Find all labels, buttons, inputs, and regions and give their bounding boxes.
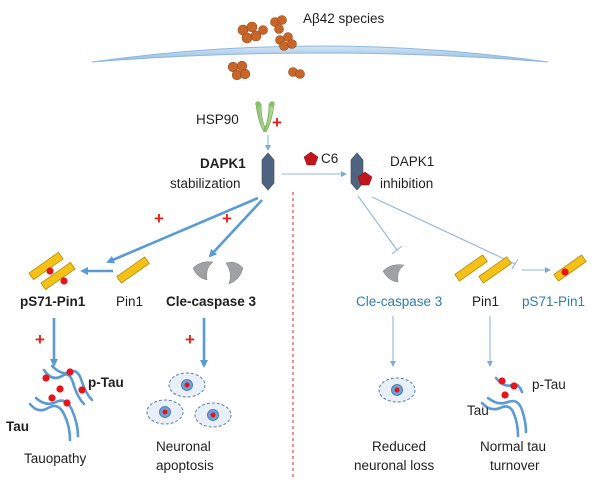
- abeta-cluster-icon: [227, 60, 305, 81]
- ptau-right-label: p-Tau: [532, 377, 566, 392]
- abeta-label: Aβ42 species: [303, 11, 385, 26]
- neuron-cell-icon: [146, 372, 232, 428]
- c6-pentagon-icon: [303, 151, 319, 166]
- plus-apoptosis: +: [185, 330, 195, 349]
- ptau-left-label: p-Tau: [88, 375, 124, 390]
- cell-membrane: [91, 45, 549, 63]
- normal-line1: Normal tau: [480, 439, 546, 454]
- plus-ptau: +: [35, 330, 45, 349]
- hsp90-plus: +: [272, 113, 282, 132]
- reduced-line1: Reduced: [372, 439, 426, 454]
- ps71-left-label: pS71-Pin1: [20, 294, 86, 309]
- abeta-cluster-icon: [237, 15, 297, 51]
- ps71-pin1-icon: [28, 251, 76, 291]
- tau-right-label: Tau: [467, 403, 489, 418]
- ps71-pin1-icon: [553, 254, 587, 282]
- stabilization-label: stabilization: [170, 176, 241, 191]
- inhibit-bar-caspase: [391, 245, 403, 255]
- neuronal-line1: Neuronal: [156, 439, 211, 454]
- tau-fiber-icon: [480, 376, 528, 438]
- dapk1-bold-label: DAPK1: [200, 156, 246, 171]
- plus-ps71: +: [154, 209, 164, 228]
- inhibit-line-caspase: [357, 195, 398, 251]
- pin1-left-label: Pin1: [116, 294, 143, 309]
- plus-caspase: +: [222, 209, 232, 228]
- neuron-cell-icon: [378, 377, 416, 403]
- reduced-line2: neuronal loss: [354, 458, 435, 473]
- c6-label: C6: [321, 151, 338, 166]
- cle-caspase-icon: [382, 264, 405, 283]
- pin1-right-label: Pin1: [472, 294, 499, 309]
- neuronal-line2: apoptosis: [156, 458, 214, 473]
- inhibition-label: inhibition: [380, 176, 433, 191]
- pin1-bar-icon: [454, 254, 512, 284]
- tau-left-label: Tau: [6, 419, 29, 434]
- ps71-right-label: pS71-Pin1: [522, 294, 585, 309]
- tauopathy-label: Tauopathy: [24, 451, 87, 466]
- pin1-bar-icon: [116, 256, 150, 284]
- c6-bound-icon: [357, 171, 373, 186]
- dapk1-icon: [261, 152, 275, 191]
- normal-line2: turnover: [490, 458, 540, 473]
- inhibit-bar-ps71: [511, 258, 519, 270]
- tau-fiber-icon: [28, 364, 94, 442]
- hsp90-label: HSP90: [196, 112, 239, 127]
- cle-caspase-icon: [192, 261, 244, 285]
- clecasp-left-label: Cle-caspase 3: [166, 294, 257, 309]
- clecasp-right-label: Cle-caspase 3: [356, 294, 442, 309]
- hsp90-icon: [255, 101, 275, 133]
- inhibit-line-ps71: [371, 196, 516, 265]
- arrow-to-ps71: [106, 196, 259, 264]
- arrow-to-caspase: [208, 199, 263, 258]
- dapk1-right-label: DAPK1: [390, 154, 434, 169]
